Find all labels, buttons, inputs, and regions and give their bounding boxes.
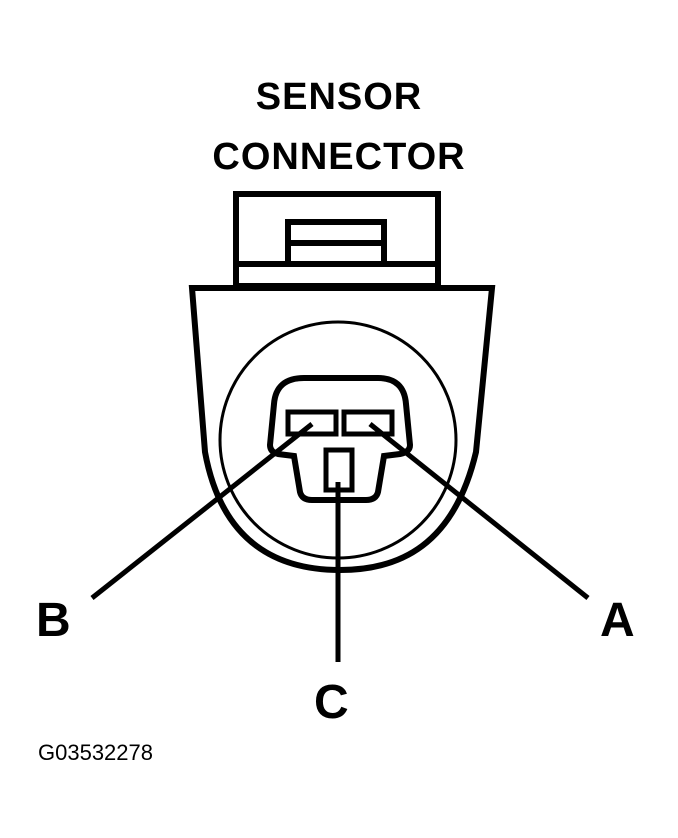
title-line-2: CONNECTOR <box>212 136 466 178</box>
figure-id: G03532278 <box>38 740 153 765</box>
leader-line-b <box>90 422 314 600</box>
connector-latch <box>233 191 441 289</box>
pin-label-a: A <box>600 594 635 647</box>
pin-label-b: B <box>36 594 71 647</box>
terminal-cavity <box>266 375 414 503</box>
title-line-1: SENSOR <box>255 76 423 118</box>
pin-label-c: C <box>314 676 349 729</box>
terminal-a-slot <box>341 409 395 437</box>
leader-line-a <box>368 422 590 600</box>
terminal-b-slot <box>285 409 339 437</box>
